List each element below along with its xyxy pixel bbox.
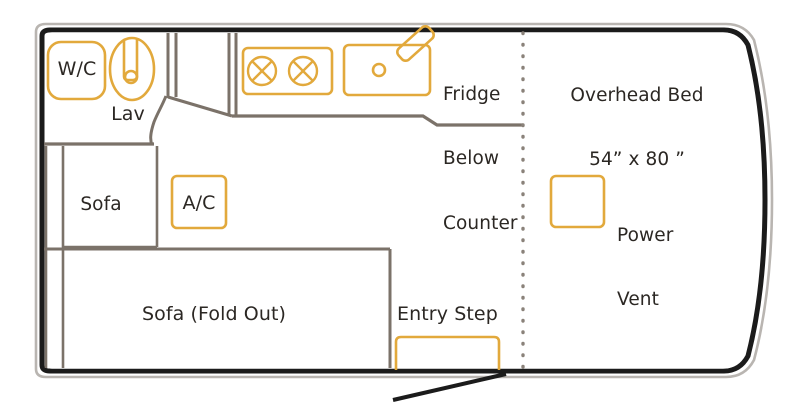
bathroom-curved-wall bbox=[149, 95, 168, 146]
fridge-label-line-3: Counter bbox=[443, 212, 518, 234]
sink-faucet-icon bbox=[396, 24, 435, 63]
bath-angled-wall bbox=[167, 95, 233, 118]
fridge-below-counter-label: Fridge Below Counter bbox=[443, 41, 518, 277]
sink-fixture bbox=[342, 43, 432, 97]
wc-label: W/C bbox=[57, 58, 97, 80]
lav-toilet-bowl-icon bbox=[108, 36, 156, 102]
cooktop-burner-1-cross-b bbox=[251, 60, 273, 82]
power-vent-label-line-2: Vent bbox=[617, 289, 659, 311]
shell-outer-contour bbox=[34, 22, 774, 379]
sofa-fold-out-label: Sofa (Fold Out) bbox=[141, 303, 287, 325]
lav-toilet-button-icon bbox=[123, 69, 139, 85]
ac-label: A/C bbox=[182, 192, 216, 214]
sofa-label: Sofa bbox=[80, 194, 122, 215]
power-vent-label: Power Vent bbox=[617, 182, 673, 354]
fridge-label-line-2: Below bbox=[443, 148, 500, 170]
cooktop-burner-1-icon bbox=[246, 55, 278, 87]
shell-wall bbox=[39, 27, 768, 374]
sink-drain-icon bbox=[371, 62, 387, 78]
entry-step-fixture bbox=[394, 335, 501, 370]
fridge-label-line-1: Fridge bbox=[443, 83, 501, 105]
overhead-bed-label: Overhead Bed 54” x 80 ” bbox=[570, 42, 703, 214]
cooktop-fixture bbox=[241, 46, 334, 96]
ac-fixture bbox=[170, 174, 228, 230]
lav-label: Lav bbox=[111, 103, 145, 125]
overhead-bed-dimensions: 54” x 80 ” bbox=[589, 149, 685, 171]
power-vent-fixture bbox=[549, 174, 606, 229]
shell-inner-highlight bbox=[45, 32, 762, 369]
entry-step-label: Entry Step bbox=[397, 303, 498, 325]
cooktop-burner-2-icon bbox=[287, 55, 319, 87]
galley-counter-edge bbox=[232, 114, 523, 127]
cooktop-burner-2-cross-b bbox=[292, 60, 314, 82]
power-vent-label-line-1: Power bbox=[617, 224, 674, 246]
wc-fixture bbox=[46, 40, 107, 101]
entry-door-swing-line bbox=[392, 372, 507, 402]
overhead-bed-title: Overhead Bed bbox=[570, 84, 704, 106]
